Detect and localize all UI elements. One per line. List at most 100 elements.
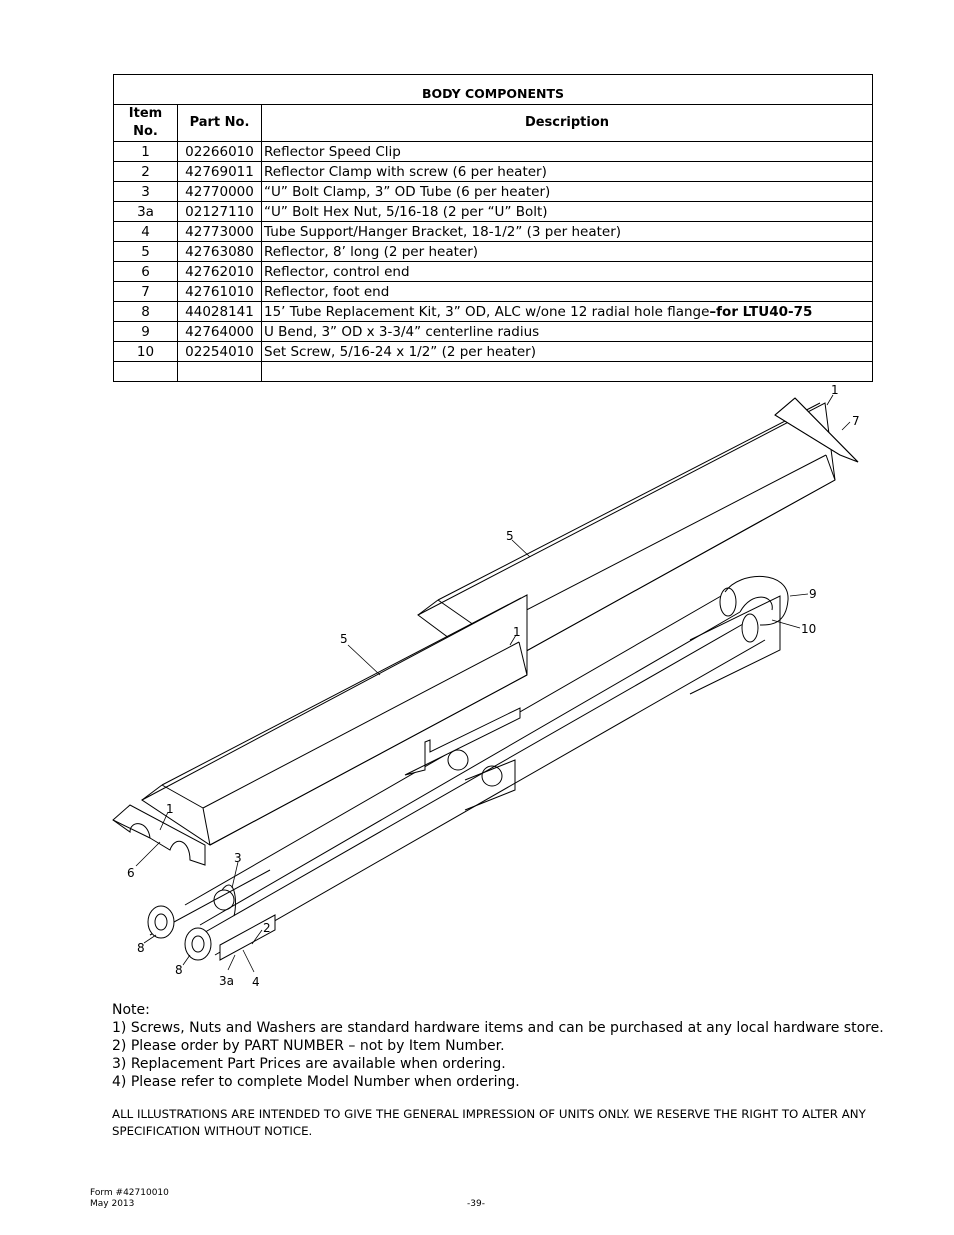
table-row: 9 42764000 U Bend, 3” OD x 3-3/4” centerli… [113, 321, 873, 342]
item-number-text: 4 [141, 223, 150, 240]
part-description: 15’ Tube Replacement Kit, 3” OD, ALC w/o… [261, 301, 873, 322]
part-description-text: Reflector, control end [264, 263, 410, 280]
table-row: 7 42761010 Reflector, foot end [113, 281, 873, 302]
part-number-text: 02254010 [185, 343, 254, 360]
part-number: 42762010 [177, 261, 262, 282]
callout-labels: 1 7 5 1 9 10 5 1 6 3 2 8 8 3a 4 [127, 383, 860, 989]
part-number-text: 42762010 [185, 263, 254, 280]
callout-2: 2 [263, 921, 271, 935]
part-number: 42763080 [177, 241, 262, 262]
table-row: 3a 02127110 “U” Bolt Hex Nut, 5/16-18 (2 p… [113, 201, 873, 222]
body-components-table: BODY COMPONENTS Item No. Part No. Descri… [113, 74, 873, 382]
part-description: Reflector, 8’ long (2 per heater) [261, 241, 873, 262]
part-number: 02254010 [177, 341, 262, 362]
col-header-part: Part No. [177, 104, 262, 142]
part-description-text: “U” Bolt Clamp, 3” OD Tube (6 per heater… [264, 183, 551, 200]
callout-8-lower: 8 [175, 963, 183, 977]
note-1: 1) Screws, Nuts and Washers are standard… [112, 1020, 884, 1036]
part-description: U Bend, 3” OD x 3-3/4” centerline radius [261, 321, 873, 342]
leader-lines [135, 394, 851, 973]
callout-6: 6 [127, 866, 135, 880]
flanges [147, 905, 212, 961]
part-description-text: Reflector Clamp with screw (6 per heater… [264, 163, 547, 180]
callout-1-top: 1 [831, 383, 839, 397]
part-description-text: U Bend, 3” OD x 3-3/4” centerline radius [264, 323, 540, 340]
part-description: Reflector Clamp with screw (6 per heater… [261, 161, 873, 182]
item-number-text: 6 [141, 263, 150, 280]
callout-8-upper: 8 [137, 941, 145, 955]
item-number: 3 [113, 181, 178, 202]
callout-3a: 3a [219, 974, 234, 988]
item-number-text: 1 [141, 143, 150, 160]
item-number: 1 [113, 141, 178, 162]
part-description: Reflector, foot end [261, 281, 873, 302]
table-row [113, 361, 873, 382]
part-number: 02266010 [177, 141, 262, 162]
item-number: 5 [113, 241, 178, 262]
reflector-lower [141, 594, 528, 846]
part-description: Set Screw, 5/16-24 x 1/2” (2 per heater) [261, 341, 873, 362]
callout-4: 4 [252, 975, 260, 989]
part-number-text: 42773000 [185, 223, 254, 240]
callout-3: 3 [234, 851, 242, 865]
part-number: 42764000 [177, 321, 262, 342]
item-number: 9 [113, 321, 178, 342]
part-description-text: Set Screw, 5/16-24 x 1/2” (2 per heater) [264, 343, 536, 360]
part-description [261, 361, 873, 382]
part-number: 44028141 [177, 301, 262, 322]
table-row: 8 44028141 15’ Tube Replacement Kit, 3” OD… [113, 301, 873, 322]
note-2: 2) Please order by PART NUMBER – not by … [112, 1038, 505, 1054]
part-description: Reflector Speed Clip [261, 141, 873, 162]
part-number-text: 42763080 [185, 243, 254, 260]
notes-heading: Note: [112, 1002, 150, 1018]
footer: Form #42710010 May 2013 [90, 1188, 169, 1210]
item-number: 2 [113, 161, 178, 182]
part-number: 42761010 [177, 281, 262, 302]
part-description-text: 15’ Tube Replacement Kit, 3” OD, ALC w/o… [264, 303, 710, 320]
part-description: “U” Bolt Hex Nut, 5/16-18 (2 per “U” Bol… [261, 201, 873, 222]
callout-1-left: 1 [166, 802, 174, 816]
part-description-text: Tube Support/Hanger Bracket, 18-1/2” (3 … [264, 223, 622, 240]
callout-5-upper: 5 [506, 529, 514, 543]
table-row: 2 42769011 Reflector Clamp with screw (6 p… [113, 161, 873, 182]
part-number-text: 42769011 [185, 163, 254, 180]
callout-5-lower: 5 [340, 632, 348, 646]
item-number: 6 [113, 261, 178, 282]
part-description: “U” Bolt Clamp, 3” OD Tube (6 per heater… [261, 181, 873, 202]
table-row: 6 42762010 Reflector, control end [113, 261, 873, 282]
notes-section: Note: 1) Screws, Nuts and Washers are st… [112, 1001, 884, 1091]
reflector-foot-end [774, 397, 859, 463]
part-description: Tube Support/Hanger Bracket, 18-1/2” (3 … [261, 221, 873, 242]
reflector-control-end [112, 804, 206, 866]
item-number-text: 3a [137, 203, 154, 220]
item-number-text: 10 [136, 343, 155, 360]
callout-9: 9 [809, 587, 817, 601]
part-number-text: 44028141 [185, 303, 254, 320]
part-number: 42770000 [177, 181, 262, 202]
item-number-text: 7 [141, 283, 150, 300]
part-number-text: 42764000 [185, 323, 254, 340]
item-number-text: 5 [141, 243, 150, 260]
col-header-description: Description [261, 104, 873, 142]
item-number: 3a [113, 201, 178, 222]
table-row: 5 42763080 Reflector, 8’ long (2 per heate… [113, 241, 873, 262]
table-row: 4 42773000 Tube Support/Hanger Bracket, 18… [113, 221, 873, 242]
callout-7: 7 [852, 414, 860, 428]
item-number: 8 [113, 301, 178, 322]
item-number: 7 [113, 281, 178, 302]
model-applicability: –for LTU40-75 [709, 303, 813, 320]
exploded-parts-diagram: 1 7 5 1 9 10 5 1 6 3 2 8 8 3a 4 [112, 383, 860, 989]
col-header-item: Item No. [113, 104, 178, 142]
item-number-text: 2 [141, 163, 150, 180]
table-row: 10 02254010 Set Screw, 5/16-24 x 1/2” (2 p… [113, 341, 873, 362]
tube-hangers [149, 595, 781, 961]
item-number: 4 [113, 221, 178, 242]
part-number-text: 42761010 [185, 283, 254, 300]
callout-10: 10 [801, 622, 816, 636]
item-number-text: 9 [141, 323, 150, 340]
part-number-text: 02127110 [185, 203, 254, 220]
part-description-text: Reflector Speed Clip [264, 143, 401, 160]
part-number: 42773000 [177, 221, 262, 242]
